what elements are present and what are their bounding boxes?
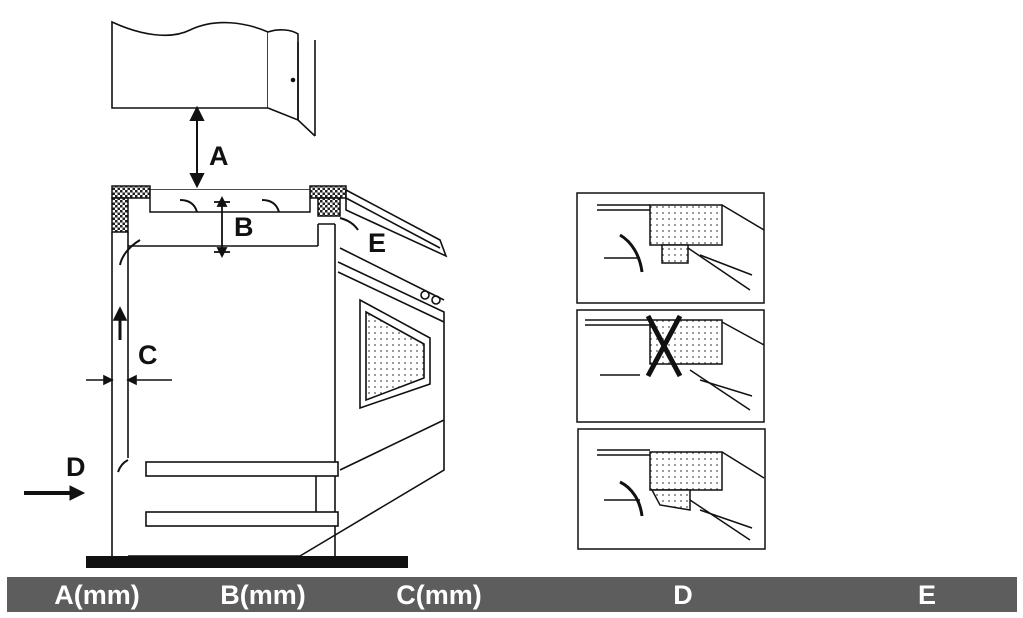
label-c: C xyxy=(138,340,158,370)
upper-cabinet xyxy=(111,20,316,137)
dimension-b-arrow xyxy=(214,195,230,259)
header-d: D xyxy=(673,580,693,610)
label-a: A xyxy=(209,141,229,171)
drawers xyxy=(145,461,339,527)
hob-airflow-arrows xyxy=(117,199,359,473)
dimension-a-arrow xyxy=(189,105,205,189)
detail-panel-top xyxy=(576,192,765,304)
dimension-d-arrow xyxy=(24,485,86,501)
dimension-table-header: A(mm) B(mm) C(mm) D E xyxy=(7,577,1017,612)
header-e: E xyxy=(917,580,936,610)
header-c: C(mm) xyxy=(396,580,482,610)
dimension-c-arrow xyxy=(86,306,172,386)
header-b: B(mm) xyxy=(220,580,306,610)
detail-panel-middle xyxy=(576,309,765,423)
oven-side xyxy=(299,188,448,557)
header-a: A(mm) xyxy=(54,580,140,610)
detail-panel-bottom xyxy=(577,428,766,550)
countertop xyxy=(111,185,347,233)
label-d: D xyxy=(66,452,86,482)
label-b: B xyxy=(234,212,254,242)
label-e: E xyxy=(368,228,386,258)
base-cabinet xyxy=(111,223,336,560)
floor xyxy=(86,556,408,568)
